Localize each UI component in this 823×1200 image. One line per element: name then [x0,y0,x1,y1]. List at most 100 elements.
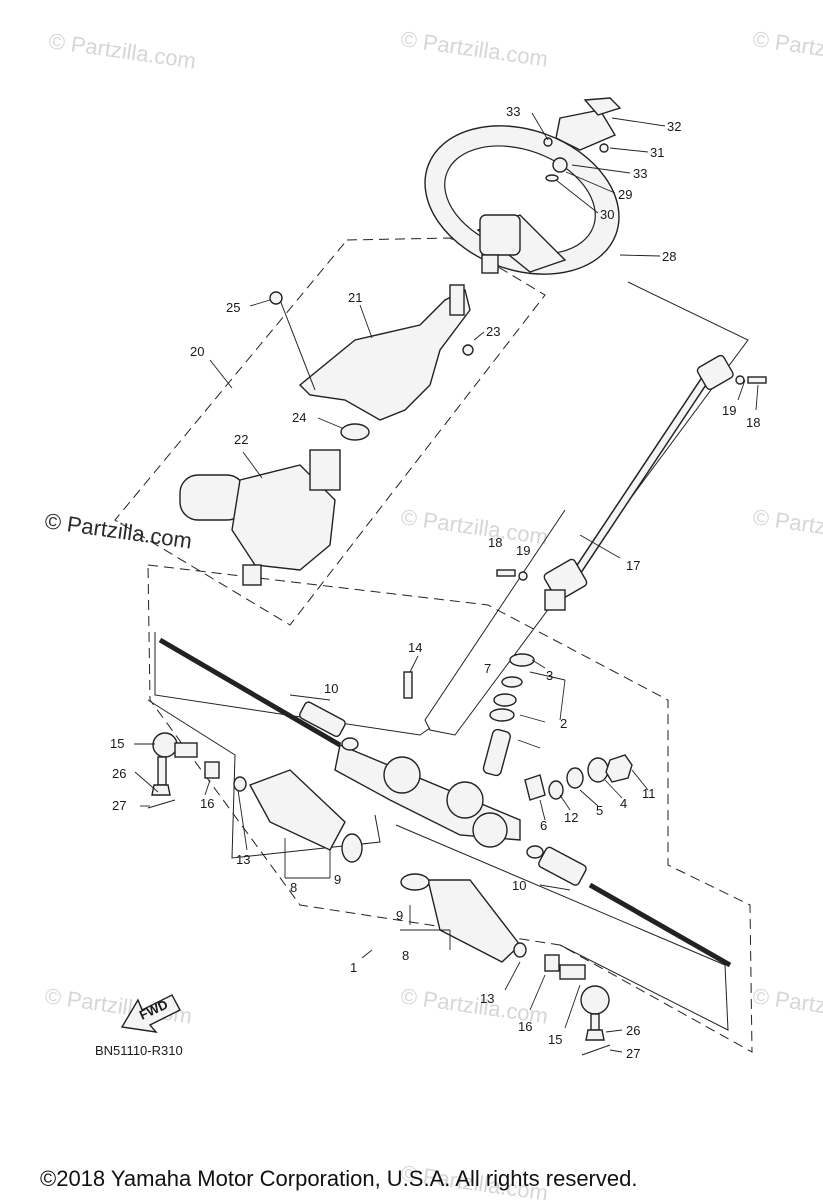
spring [566,767,584,789]
left-ball-stud [157,756,167,786]
right-ball-stud [590,1013,600,1031]
diagram-code: BN51110-R310 [95,1043,183,1058]
callout: 16 [518,1019,532,1034]
left-jam-nut [204,761,220,779]
tie-rod-washer [526,845,544,859]
boot-band [513,942,527,958]
lock-nut [605,754,633,783]
callout: 19 [722,403,736,418]
leader [579,534,621,559]
bearing [489,708,515,722]
shaft-body-fill [562,358,721,592]
rack-assembly-outline [147,564,753,1053]
leader [289,694,331,701]
callout: 2 [560,716,567,731]
bearing [493,693,517,707]
wheel-cover-parts [543,97,622,182]
leader [609,1049,623,1053]
steering-wheel-hub [479,214,521,256]
right-rack-outline [395,824,729,1031]
column-assembly-outline [114,237,546,626]
bolt [496,569,516,577]
boot-band [233,776,247,792]
leader [237,789,248,851]
leader [737,379,746,401]
callout: 32 [667,119,681,134]
eps-gearbox [231,464,336,571]
left-tie-rod-end-shank [174,742,198,758]
callout: 13 [236,852,250,867]
callout: 18 [746,415,760,430]
callout: 15 [110,736,124,751]
leader [473,331,485,341]
left-inner-tie-rod [299,701,346,738]
cover-screw [543,137,553,147]
callout: 26 [626,1023,640,1038]
leader [559,794,571,811]
callout: 33 [633,166,647,181]
callout: 14 [408,640,422,655]
leader [609,147,649,153]
leader [204,779,211,796]
left-boot-clamp [341,833,363,863]
watermark: © Partzilla.com [751,504,823,549]
leader [611,117,666,127]
callout: 12 [564,810,578,825]
leader [571,164,631,174]
leader [631,769,649,791]
leader [249,299,271,307]
oil-seal [509,653,535,667]
cotter-pin [581,1044,611,1056]
callout: 15 [548,1032,562,1047]
cover-screw [599,143,609,153]
leader [134,771,159,793]
leader-lines [134,112,759,1053]
callout: 4 [620,796,627,811]
leader [539,884,571,891]
left-boot [249,769,346,851]
leader [504,961,521,991]
intermediate-shaft [496,354,767,611]
bolt-line [279,299,316,391]
callout: 16 [200,796,214,811]
eps-input-shaft [309,449,341,491]
cover-cap [583,97,622,116]
right-boot-clamp [400,873,430,891]
washer [735,375,745,385]
column-bushing [340,423,370,441]
callout: 26 [112,766,126,781]
callout: 29 [618,187,632,202]
watermark: © Partzilla.com [47,28,197,73]
steering-shaft-top [481,254,499,274]
leader [559,679,566,721]
leader [555,179,599,214]
leader [517,739,541,749]
callout: 20 [190,344,204,359]
pinion-gear [482,728,511,777]
eps-unit [179,449,341,586]
callout: 8 [290,880,297,895]
leader [519,714,546,723]
leader [359,304,373,339]
callout: 28 [662,249,676,264]
tie-rod-washer [341,737,359,751]
wheel-cover [555,109,617,151]
callout: 22 [234,432,248,447]
leader [242,451,263,479]
callout: 13 [480,991,494,1006]
leader [604,779,623,799]
callout: 5 [596,803,603,818]
right-boot [427,879,521,963]
callout: 33 [506,104,520,119]
tie-rod-ends [147,732,611,1056]
callout: 3 [546,668,553,683]
watermark: © Partzilla.com [399,26,549,71]
housing-pinion-port [446,781,484,819]
copyright-notice: ©2018 Yamaha Motor Corporation, U.S.A. A… [40,1166,637,1191]
left-tie-rod-end [152,732,178,758]
leader [531,112,549,141]
callout: 8 [402,948,409,963]
callout: 11 [642,786,656,801]
wheel-nut [552,157,568,173]
